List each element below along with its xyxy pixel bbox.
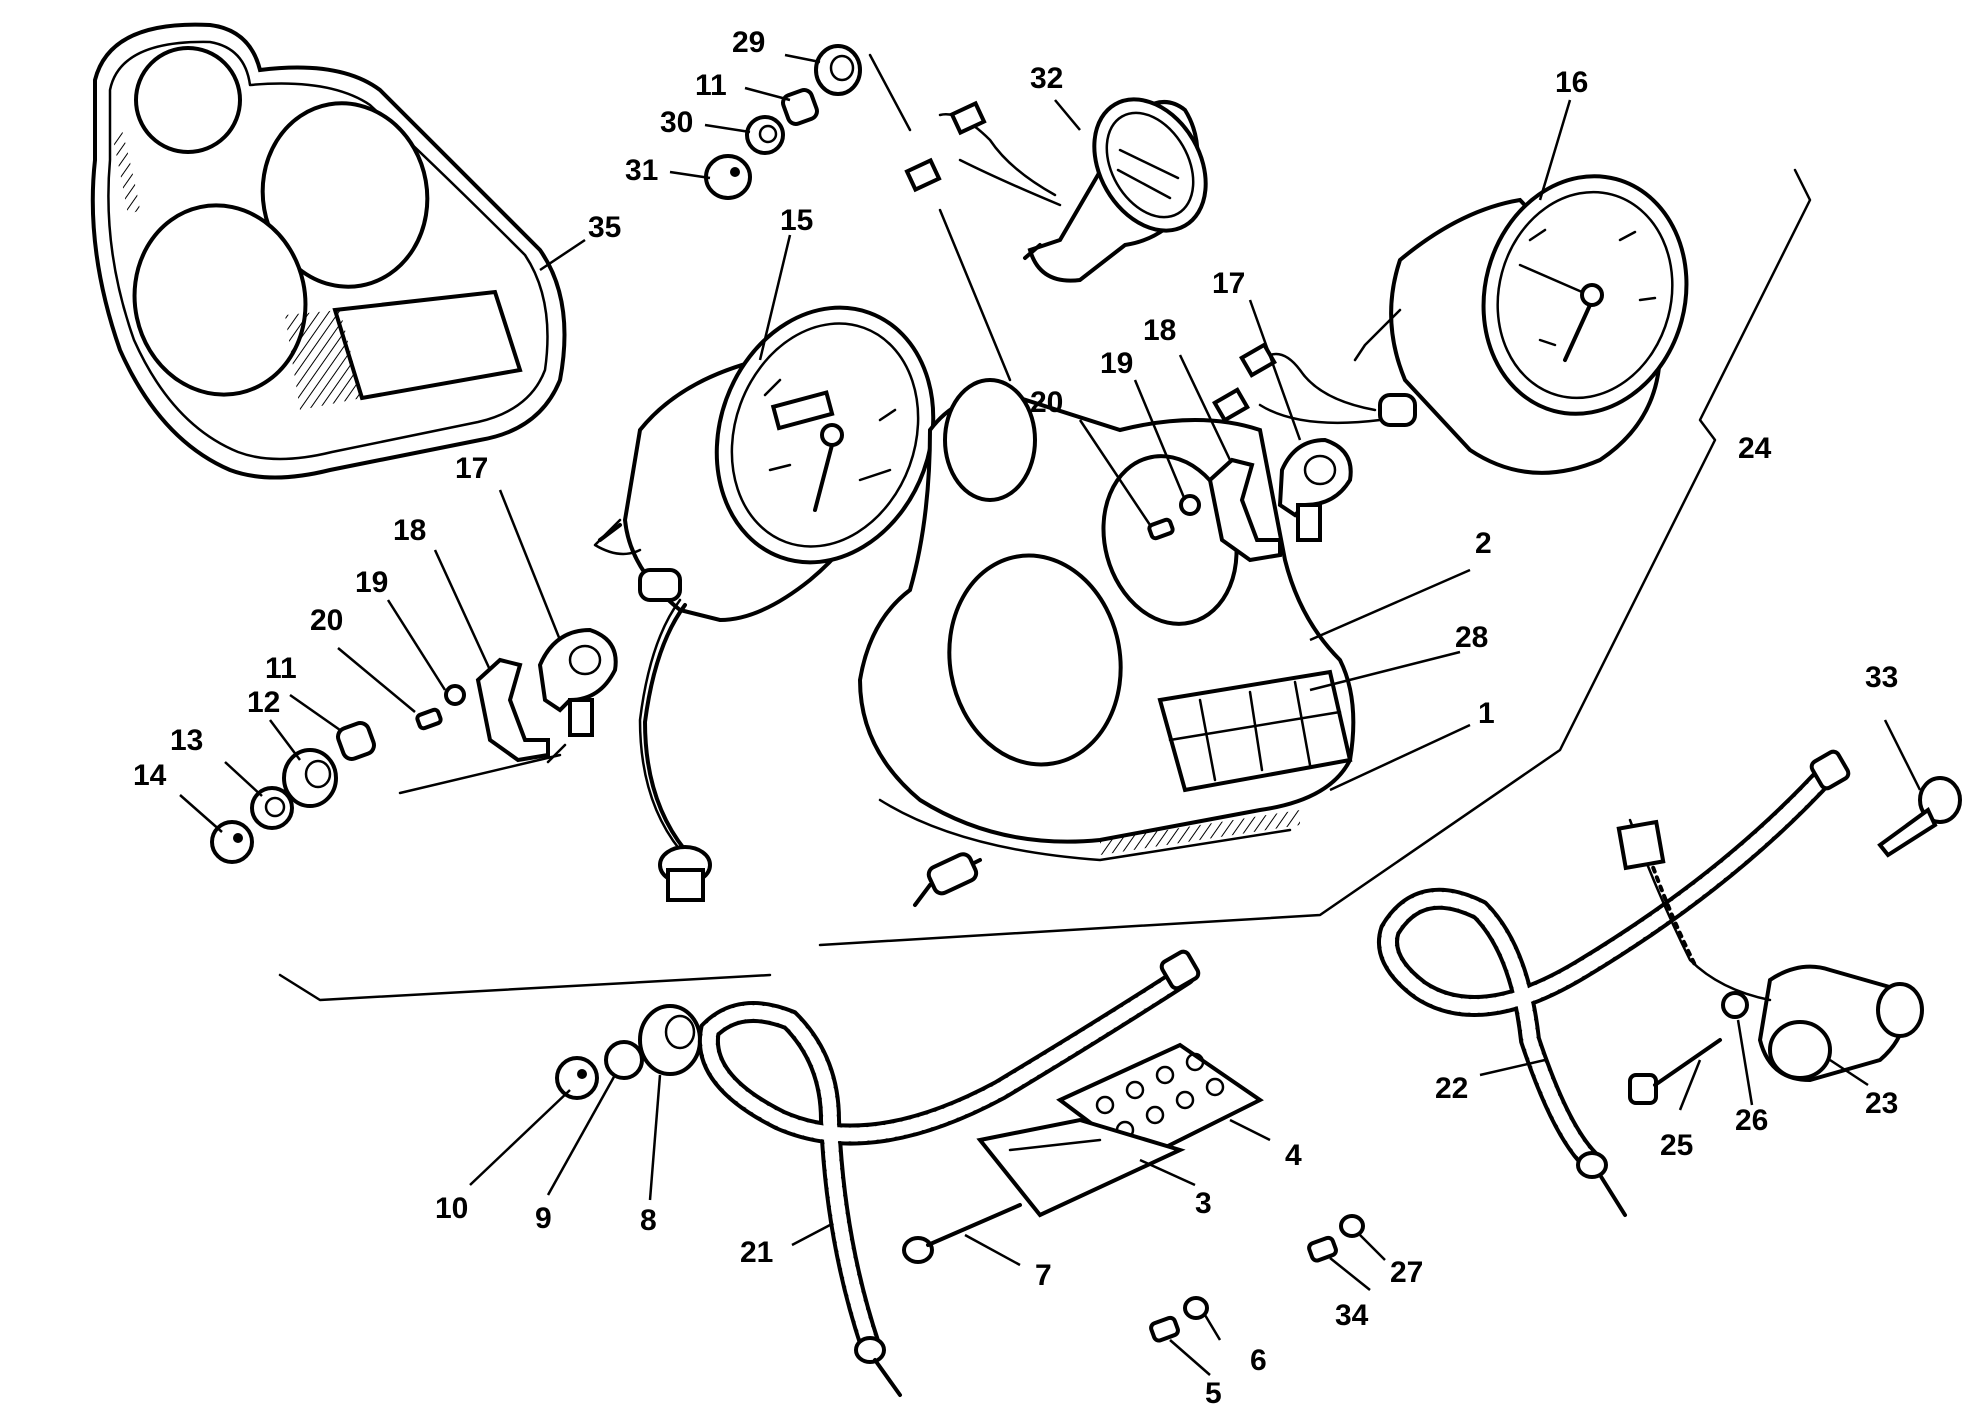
callout-32: 29 [732, 26, 765, 59]
callout-24: 25 [1660, 1129, 1693, 1162]
callout-10: 10 [435, 1192, 468, 1225]
callout-4: 4 [1285, 1139, 1302, 1172]
callout-13: 13 [170, 724, 203, 757]
leader-lines [179, 53, 1922, 1376]
callout-14: 14 [133, 759, 167, 792]
callout-9: 9 [535, 1202, 552, 1235]
callout-28: 27 [1390, 1256, 1423, 1289]
nut-10 [555, 1056, 599, 1100]
tachometer-16 [1212, 174, 1689, 475]
clip-18-left [475, 657, 550, 763]
bolt-24 [1628, 1038, 1722, 1105]
washer-33 [745, 115, 785, 155]
key-30 [1877, 776, 1962, 858]
callout-3: 3 [1195, 1187, 1212, 1220]
spacer-11-left [336, 721, 376, 761]
callout-33: 30 [660, 106, 693, 139]
washer-13 [250, 786, 294, 830]
callout-27: 34 [1335, 1299, 1369, 1332]
callout-31: 32 [1030, 62, 1063, 95]
nut-32 [814, 44, 862, 96]
bulb-holder-17-right [1277, 437, 1353, 542]
light-holder-3 [976, 1117, 1186, 1218]
callout-7: 7 [1035, 1259, 1052, 1292]
callout-labels: 29 11 30 31 32 16 35 15 17 18 19 20 24 1… [133, 26, 1898, 1410]
screw-7 [902, 1203, 1022, 1264]
callout-19-left: 19 [355, 566, 388, 599]
small-gauge-31 [904, 97, 1208, 283]
screw-20-left [415, 707, 443, 731]
callout-34: 31 [625, 154, 658, 187]
washer-9 [604, 1040, 644, 1080]
speedometer-cable-21 [697, 949, 1201, 1397]
spacer-11-top [781, 88, 819, 126]
callout-2: 2 [1475, 527, 1492, 560]
tachometer-cable-22 [1377, 749, 1851, 1217]
instrument-cover-panel [90, 22, 567, 480]
callout-17-left: 17 [455, 452, 488, 485]
clip-18-right [1207, 457, 1282, 563]
bulb-socket-27 [1307, 1235, 1338, 1263]
callout-5: 5 [1205, 1377, 1222, 1410]
callout-16: 16 [1555, 66, 1588, 99]
washer-19-left [444, 684, 466, 706]
ignition-switch-23 [1616, 818, 1924, 1083]
speedometer-15 [593, 305, 936, 902]
assembly-frame [278, 53, 1812, 1002]
callout-30: 33 [1865, 661, 1898, 694]
callout-26: 26 [1735, 1104, 1768, 1137]
callout-19-right: 19 [1100, 347, 1133, 380]
callout-6: 6 [1250, 1344, 1267, 1377]
callout-29: 28 [1455, 621, 1488, 654]
callout-20-left: 20 [310, 604, 343, 637]
bulb-28 [1339, 1214, 1365, 1238]
callout-18-left: 18 [393, 514, 426, 547]
callout-1: 1 [1478, 697, 1495, 730]
callout-35: 35 [588, 211, 621, 244]
bulb-socket-5 [1149, 1315, 1180, 1343]
screw-20-right [1147, 517, 1175, 541]
callout-11-top: 11 [695, 69, 727, 102]
callout-15: 15 [780, 204, 813, 237]
grommet-12 [282, 748, 338, 808]
bulb-holder-17-left [537, 627, 618, 737]
callout-20-right: 20 [1030, 386, 1063, 419]
callout-11-left: 11 [265, 652, 297, 685]
callout-21: 21 [740, 1236, 773, 1269]
washer-19-right [1179, 494, 1201, 516]
callout-12: 12 [247, 686, 280, 719]
bulb-6 [1183, 1296, 1209, 1320]
knob-34 [704, 154, 752, 200]
callout-22: 22 [1435, 1072, 1468, 1105]
callout-23: 23 [1865, 1087, 1898, 1120]
grommet-8 [638, 1004, 702, 1076]
callout-25: 24 [1738, 432, 1772, 465]
callout-17-right: 17 [1212, 267, 1245, 300]
washer-26 [1721, 991, 1749, 1019]
callout-8: 8 [640, 1204, 657, 1237]
callout-18-right: 18 [1143, 314, 1176, 347]
